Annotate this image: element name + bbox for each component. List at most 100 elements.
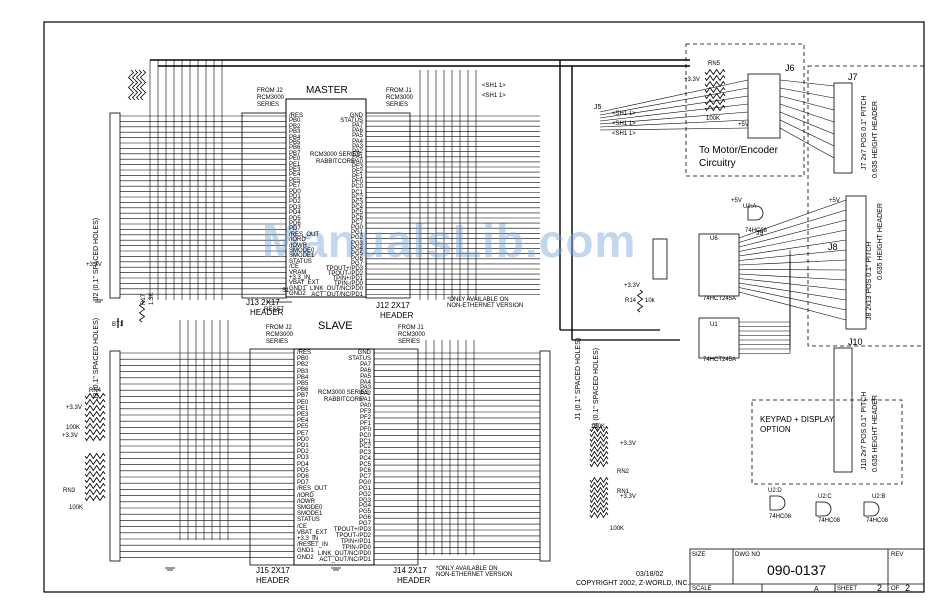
sh1-to-j6-5 bbox=[599, 119, 749, 128]
rn3-resistor-7 bbox=[84, 494, 106, 502]
slave-left-pin-name: STATUS bbox=[297, 517, 320, 524]
slave-right-pin-name: PG3 bbox=[358, 497, 371, 504]
j8-wire-12 bbox=[738, 291, 847, 321]
slave-left-pin-name: PB5 bbox=[297, 381, 309, 387]
slave-left-pin-name: GND1 bbox=[297, 548, 314, 555]
master-right-pin-name: PA5 bbox=[352, 133, 363, 140]
tb-date: 03/18/02 bbox=[636, 571, 664, 578]
rn5-label: RN5 bbox=[708, 61, 721, 67]
slave-right-pin-name: PG4 bbox=[358, 503, 371, 510]
master-right-pin-name: PC4 bbox=[351, 204, 363, 211]
slave-left-pin-name: /RESET_IN bbox=[297, 542, 329, 549]
master-right-pin-name: PA0 bbox=[352, 158, 363, 165]
rn2-value: 100K bbox=[591, 424, 606, 430]
slave-right-pin-name: PF2 bbox=[359, 414, 371, 421]
tb-dwg-label: DWG NO bbox=[735, 552, 761, 558]
master-left-pin-name: PE7 bbox=[289, 183, 301, 190]
master-core-label-2: RABBITCORE bbox=[316, 159, 356, 165]
slave-right-pin-name: STATUS bbox=[348, 355, 371, 362]
u2b-gate bbox=[863, 501, 880, 517]
j6-to-j7-5 bbox=[779, 119, 835, 147]
u2d-label: U2:D bbox=[768, 488, 782, 494]
u2a-part: 74HC08 bbox=[745, 228, 768, 234]
master-left-pin-name: PD3 bbox=[289, 204, 301, 211]
master-right-pin-name: PC3 bbox=[351, 199, 363, 206]
j5-label: J5 bbox=[594, 104, 602, 111]
keypad-box bbox=[751, 399, 903, 485]
j8-desc-1: J8 2x13 POS 0.1" PITCH bbox=[866, 241, 873, 320]
title-block-frame bbox=[689, 548, 925, 593]
r17-value: 1.3K bbox=[149, 292, 155, 305]
master-pullup-resistor-2 bbox=[135, 69, 143, 101]
master-left-pin-name: PE4 bbox=[289, 172, 301, 179]
slave-left-pin-name: PE3 bbox=[297, 412, 309, 418]
master-j12-label-2: HEADER bbox=[380, 311, 414, 320]
master-left-pin-name: STATUS bbox=[289, 258, 312, 265]
master-j1-note-1: FROM J1 bbox=[386, 88, 412, 94]
master-core-label-1: RCM3000 SERIES bbox=[310, 152, 361, 158]
slave-right-pin-name: PF1 bbox=[359, 420, 371, 427]
master-vcc: +3.3V bbox=[86, 262, 102, 268]
master-left-pin-name: PE5 bbox=[289, 177, 301, 184]
master-right-pin-name: PF1 bbox=[351, 174, 363, 181]
master-right-pin-name: PA4 bbox=[352, 138, 363, 145]
wire-layer bbox=[120, 59, 847, 560]
master-right-pin-name: PG6 bbox=[350, 255, 363, 262]
rn1-resistor-3 bbox=[589, 491, 609, 499]
j8-wire-11 bbox=[738, 287, 847, 311]
slave-right-pin-name: PA6 bbox=[360, 367, 371, 374]
slave-right-pin-name: PC3 bbox=[359, 450, 371, 457]
j12-pin-column bbox=[365, 112, 411, 299]
slave-j14-label-2: HEADER bbox=[397, 576, 431, 585]
tb-copyright: COPYRIGHT 2002, Z-WORLD, INC. bbox=[576, 580, 690, 587]
rn1-resistor-6 bbox=[589, 506, 609, 514]
j6-to-j7-1 bbox=[779, 87, 835, 99]
j10-desc-2: 0.635 HEIGHT HEADER bbox=[872, 395, 879, 472]
sh1-tag-2: <SH1 1> bbox=[482, 93, 506, 99]
slave-left-pin-name: VBAT_EXT bbox=[297, 529, 328, 536]
slave-right-pin-name: PG6 bbox=[358, 515, 371, 522]
rn5-vcc: +3.3V bbox=[684, 77, 700, 83]
j7-desc-1: J7 2x7 POS 0.1" PITCH bbox=[861, 95, 868, 170]
slave-right-pin-name: TPIN+/PD1 bbox=[340, 538, 371, 545]
rn3-resistor-1 bbox=[84, 458, 106, 466]
master-right-pin-name: PA2 bbox=[352, 148, 363, 155]
motor-box-text-2: Circuitry bbox=[699, 158, 736, 169]
rn5-resistor-6 bbox=[704, 104, 726, 112]
slave-right-pin-name: PC4 bbox=[359, 456, 371, 463]
j8-header-body bbox=[845, 195, 867, 330]
master-right-pin-name: TPOUT-/PD2 bbox=[327, 271, 363, 278]
rn3-resistor-5 bbox=[84, 482, 106, 490]
master-left-pin-name: PD2 bbox=[289, 199, 301, 206]
master-right-pin-name: PF3 bbox=[351, 164, 363, 170]
master-left-pin-name: PD6 bbox=[289, 221, 301, 227]
r17-resistor bbox=[138, 299, 146, 323]
slave-right-pin-name: PC2 bbox=[359, 444, 371, 451]
rn2-resistor-4 bbox=[589, 445, 609, 453]
block-layer bbox=[43, 21, 925, 593]
rn1-label: RN1 bbox=[617, 489, 630, 495]
rn2-resistor-2 bbox=[589, 435, 609, 443]
slave-left-pin-name: PD0 bbox=[297, 436, 309, 443]
j6-v5: +5V bbox=[738, 122, 749, 128]
master-left-pin-name: PB3 bbox=[289, 129, 301, 136]
slave-left-pin-name: PD6 bbox=[297, 474, 309, 480]
j8-label: J8 bbox=[828, 242, 838, 252]
j1-header-label: J1 (0.1" SPACED HOLES) bbox=[575, 337, 582, 420]
j10-desc-1: J10 2x7 POS 0.1" PITCH bbox=[861, 391, 868, 470]
slave-left-pin-name: PE7 bbox=[297, 430, 309, 437]
slave-right-pin-name: PG5 bbox=[358, 509, 371, 516]
u2a-v5: +5V bbox=[731, 198, 742, 204]
master-left-pin-name: PB5 bbox=[289, 140, 301, 146]
slave-right-pin-name: PC0 bbox=[359, 432, 371, 439]
master-right-pin-name: PC5 bbox=[351, 209, 363, 216]
tb-dwg-no: 090-0137 bbox=[767, 562, 827, 578]
j7-header-body bbox=[833, 82, 853, 174]
rn3-value: 100K bbox=[69, 505, 84, 511]
rn3-resistor-6 bbox=[84, 488, 106, 496]
slave-left-pin-name: PE4 bbox=[297, 418, 309, 425]
j7-desc-2: 0.635 HEIGHT HEADER bbox=[872, 101, 879, 178]
slave-left-pin-name: PB7 bbox=[297, 393, 309, 400]
master-left-pin-name: /CE bbox=[289, 264, 300, 271]
slave-left-pin-name: PE0 bbox=[297, 399, 309, 406]
